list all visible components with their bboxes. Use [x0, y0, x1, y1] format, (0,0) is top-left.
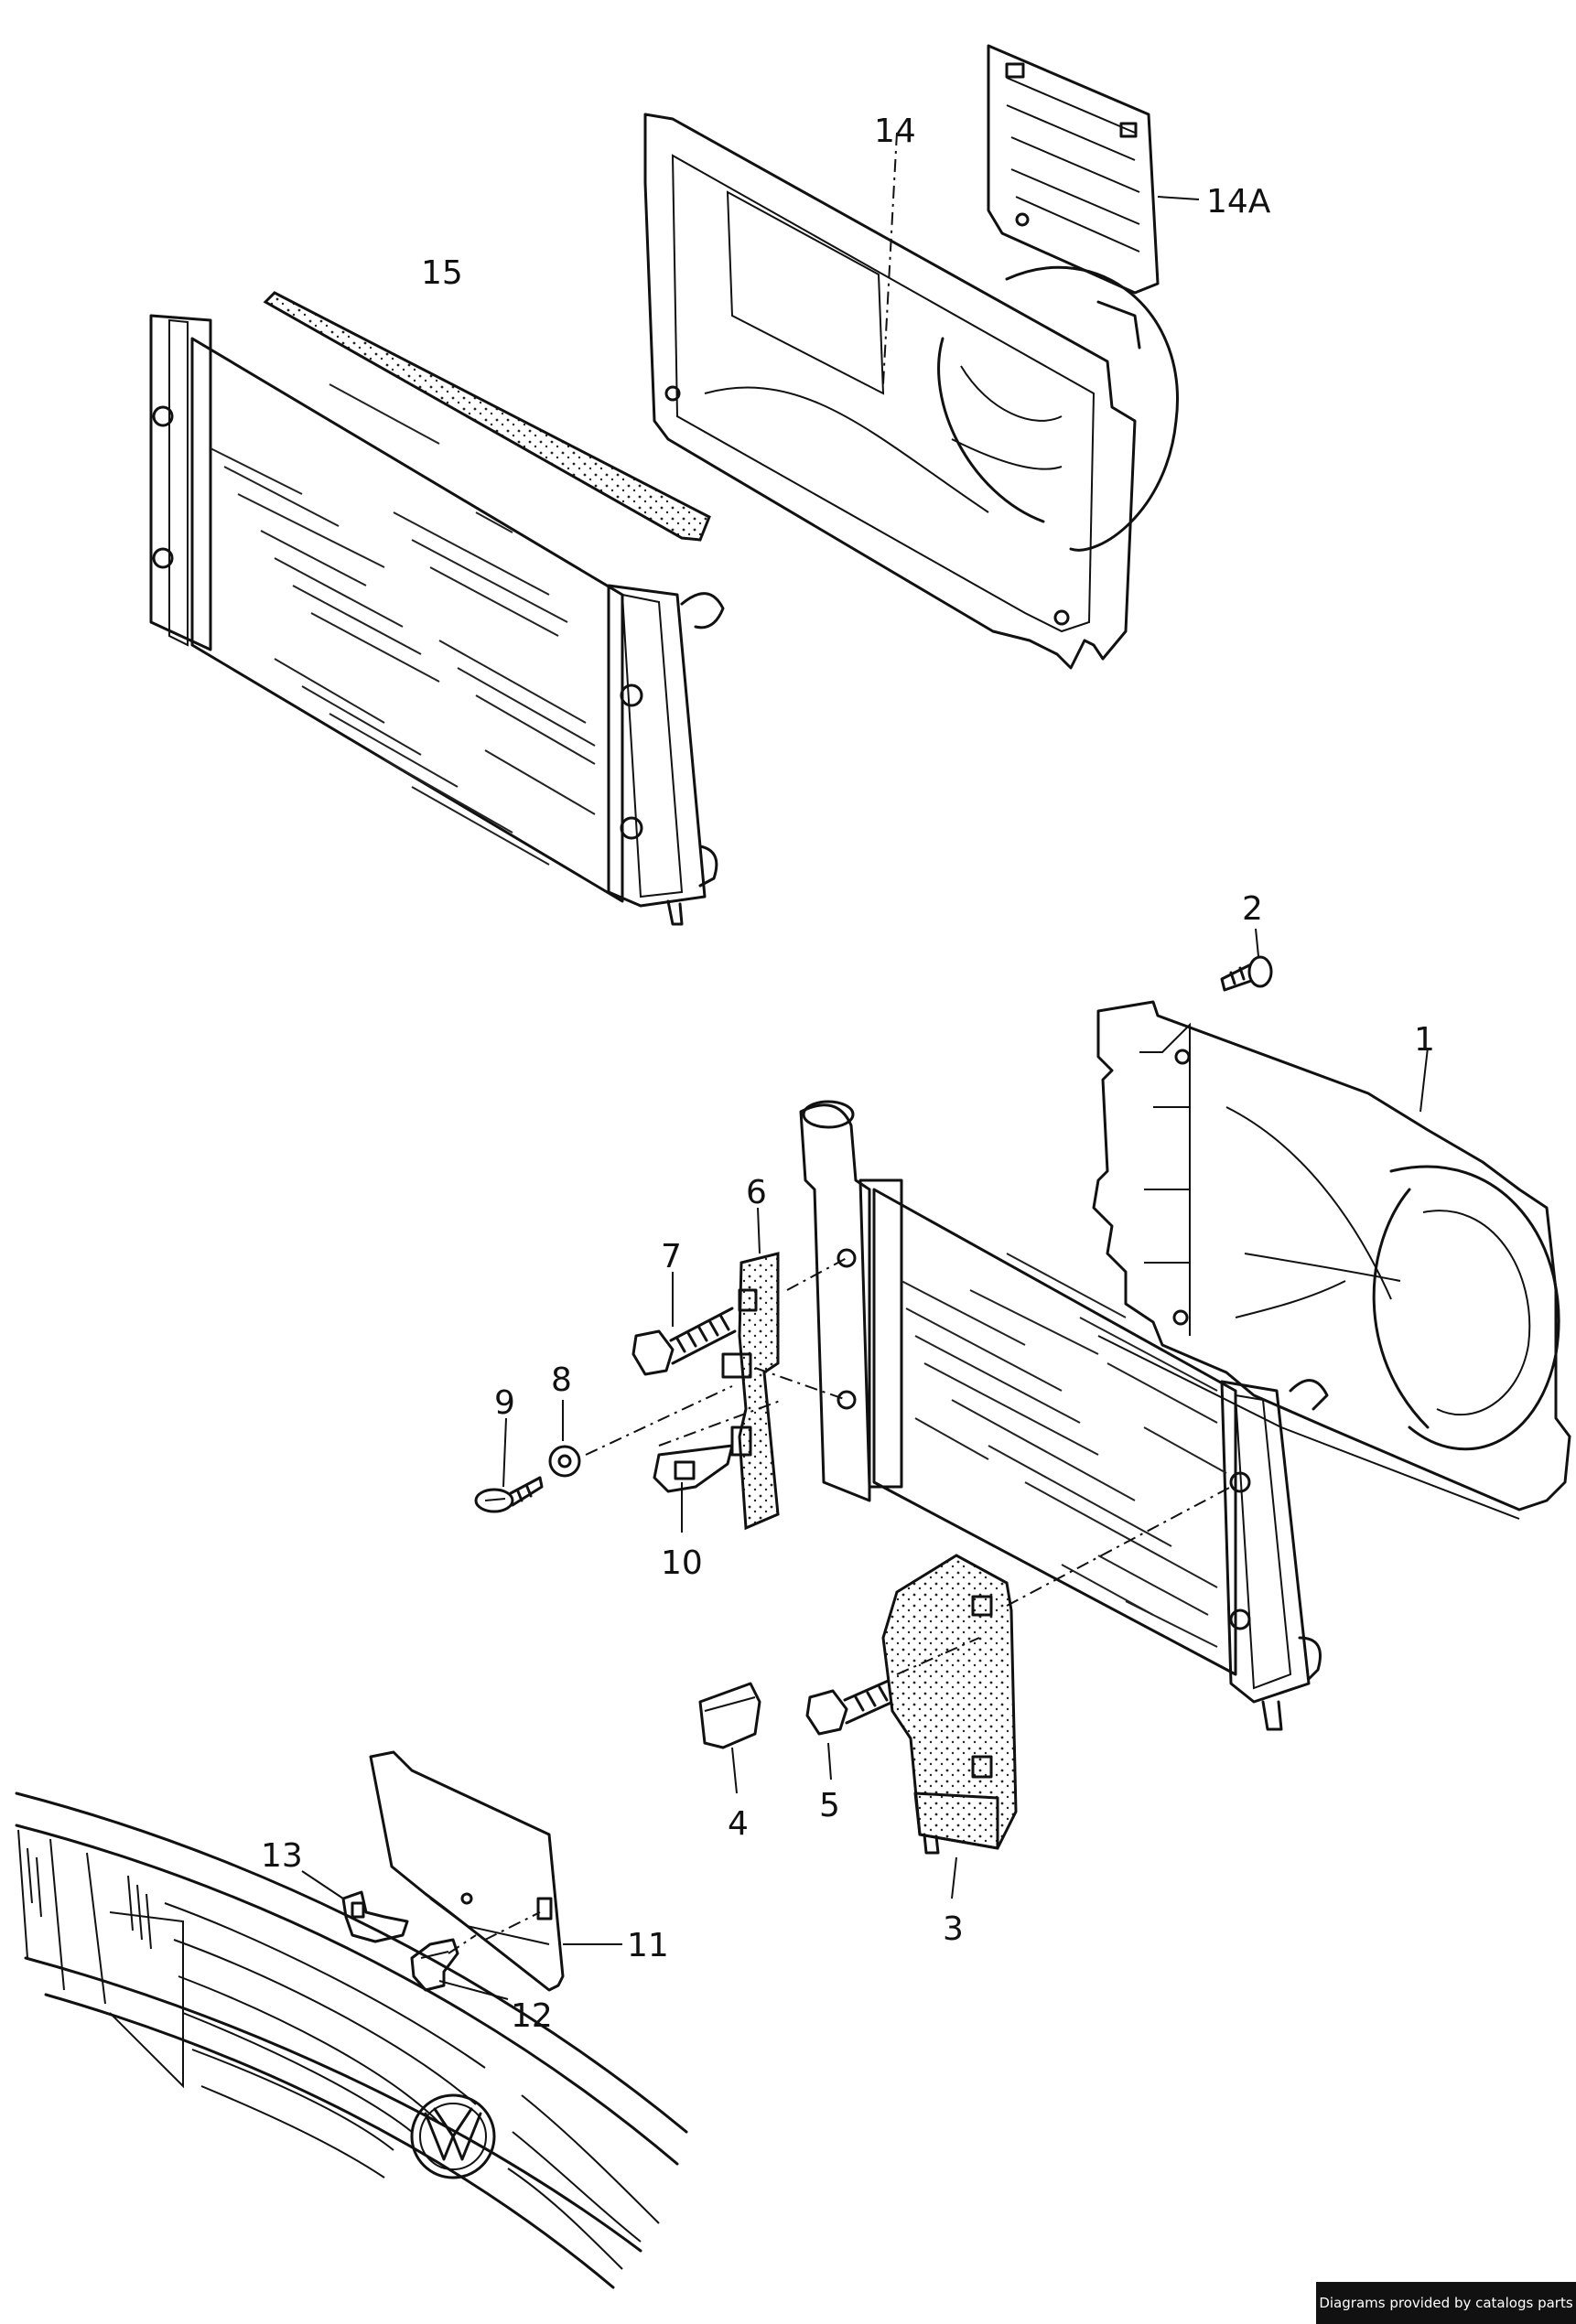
grille-panel: [987, 44, 1160, 295]
bolt-7: [631, 1307, 737, 1376]
clip-4: [698, 1682, 761, 1749]
panel-11: [369, 1750, 565, 1992]
vw-emblem: [410, 2093, 496, 2179]
callout-2: 2: [1242, 890, 1263, 928]
callout-labels: 1 2 3 4 5 6 7 8 9 10 11 12 13 14 14A 15: [261, 113, 1435, 2035]
leader-lines: [301, 196, 1429, 2000]
lower-radiator-fins: [901, 1253, 1227, 1648]
assembly-lines: [448, 132, 1232, 1954]
upper-foam-strip: [263, 291, 711, 542]
washer-8: [548, 1445, 581, 1478]
screw-9: [474, 1476, 544, 1513]
screw-2: [1220, 955, 1273, 992]
callout-10: 10: [661, 1544, 703, 1582]
upper-radiator: [149, 291, 725, 926]
bracket-foam-6: [721, 1252, 780, 1531]
callout-4: 4: [728, 1805, 749, 1843]
callout-12: 12: [511, 1997, 553, 2035]
callout-13: 13: [261, 1837, 303, 1875]
callout-11: 11: [627, 1927, 669, 1964]
callout-1: 1: [1414, 1021, 1435, 1059]
callout-5: 5: [819, 1787, 840, 1824]
upper-fan-shroud: [643, 113, 1179, 670]
bolt-5: [805, 1677, 899, 1736]
callout-3: 3: [943, 1910, 964, 1948]
callout-6: 6: [746, 1174, 767, 1211]
foam-bracket-3: [881, 1554, 1018, 1855]
lower-radiator: [799, 1100, 1329, 1731]
callout-14a: 14A: [1206, 183, 1271, 221]
callout-7: 7: [661, 1238, 682, 1275]
callout-9: 9: [494, 1384, 515, 1422]
callout-14: 14: [874, 113, 916, 150]
bracket-10: [653, 1444, 734, 1493]
upper-radiator-fins: [210, 383, 596, 866]
clip-12: [410, 1938, 459, 1992]
clip-13: [341, 1890, 409, 1943]
callout-8: 8: [551, 1361, 572, 1399]
callout-15: 15: [421, 254, 463, 292]
credit-label: Diagrams provided by catalogs parts: [1316, 2282, 1576, 2324]
front-grille: [15, 1791, 688, 2289]
lower-fan-shroud: [1092, 1000, 1571, 1520]
